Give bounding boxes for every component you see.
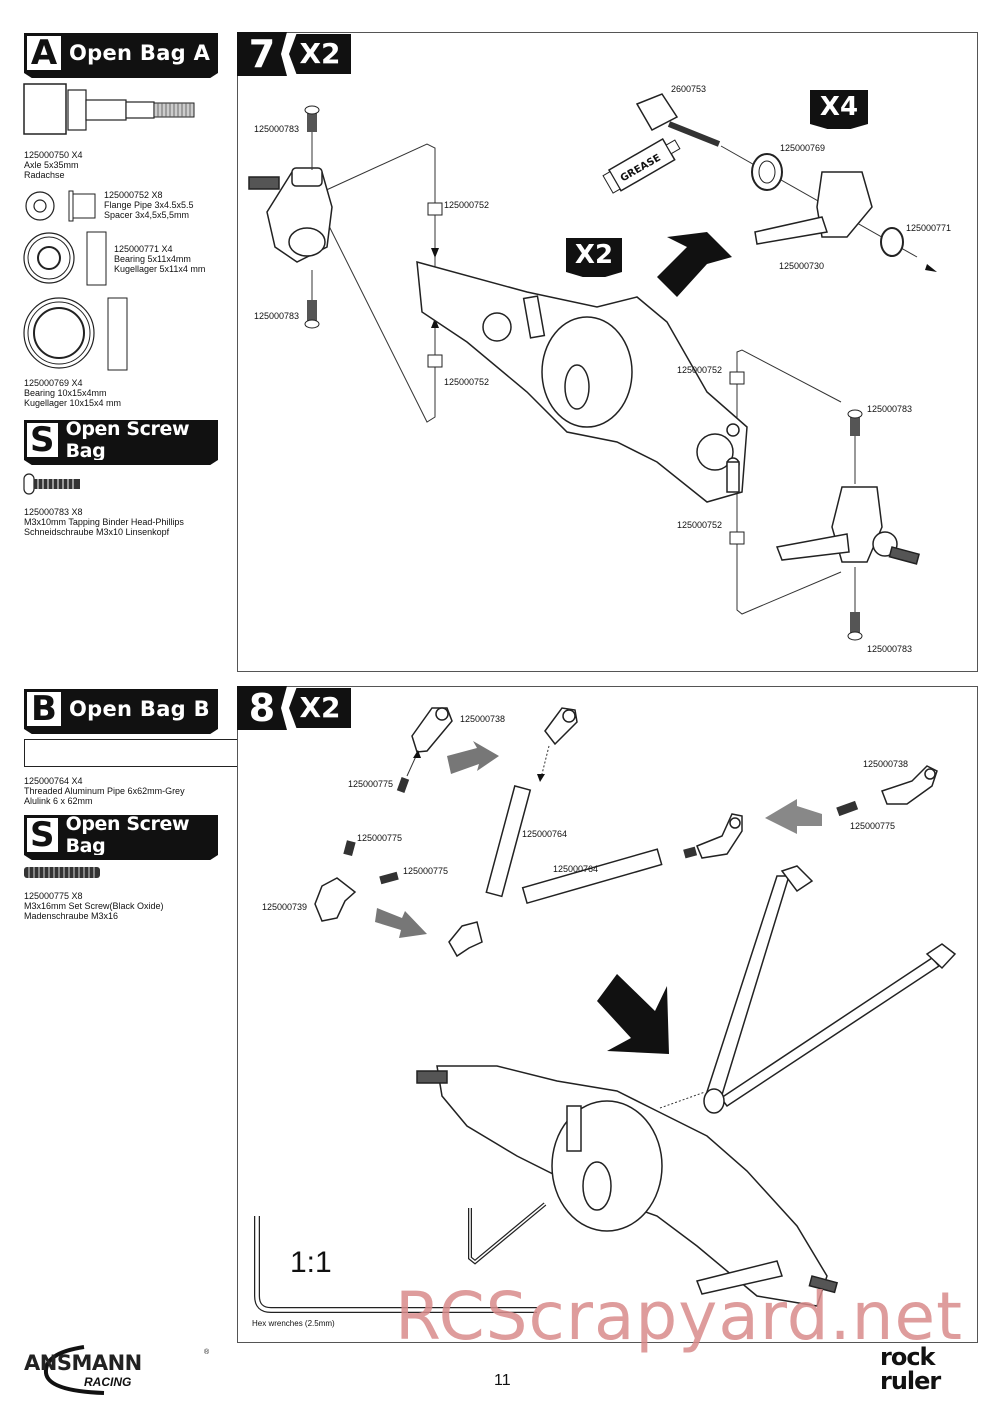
step-7-badge: 7 X2 [237, 32, 351, 76]
part-125000783: 125000783 X8 M3x10mm Tapping Binder Head… [24, 507, 184, 537]
bag-letter: B [27, 692, 61, 726]
label-125000752: 125000752 [677, 520, 723, 530]
label-125000764: 125000764 [522, 829, 568, 839]
label-125000752: 125000752 [677, 365, 723, 375]
page-number: 11 [494, 1372, 511, 1389]
set-screw-illustration [24, 867, 100, 878]
bag-letter: S [27, 818, 58, 852]
part-desc-de: Spacer 3x4,5x5,5mm [104, 210, 190, 220]
part-desc-de: Schneidschraube M3x10 Linsenkopf [24, 527, 170, 537]
label-125000783: 125000783 [867, 644, 913, 654]
brand-sub: RACING [84, 1375, 132, 1389]
label-125000738: 125000738 [460, 714, 506, 724]
ansmann-racing-logo: ANSMANN ® RACING [24, 1345, 214, 1395]
brand-name: ANSMANN [24, 1351, 142, 1375]
part-desc-en: Bearing 10x15x4mm [24, 388, 107, 398]
label-125000783: 125000783 [254, 124, 300, 134]
part-code: 125000752 X8 [104, 190, 163, 200]
part-desc-en: M3x16mm Set Screw(Black Oxide) [24, 901, 164, 911]
qty-badge-x2: X2 [566, 238, 622, 272]
label-125000769: 125000769 [780, 143, 826, 153]
part-code: 125000775 X8 [24, 891, 83, 901]
part-desc-en: Bearing 5x11x4mm [114, 254, 191, 264]
label-125000775: 125000775 [348, 779, 394, 789]
label-125000739: 125000739 [262, 902, 308, 912]
part-desc-de: Madenschraube M3x16 [24, 911, 119, 921]
label-125000738: 125000738 [863, 759, 909, 769]
bearing-5x11-illustration [23, 231, 107, 286]
bag-b-banner: B Open Bag B [24, 689, 218, 729]
registered-mark: ® [204, 1349, 210, 1356]
part-desc-de: Kugellager 5x11x4 mm [114, 264, 206, 274]
part-code: 125000783 X8 [24, 507, 83, 517]
label-125000783: 125000783 [254, 311, 300, 321]
label-125000752: 125000752 [444, 377, 490, 387]
part-125000775: 125000775 X8 M3x16mm Set Screw(Black Oxi… [24, 891, 164, 921]
step-7-assembly-illustration: GREASE [248, 93, 937, 641]
label-125000764: 125000764 [553, 864, 599, 874]
step-quantity: X2 [289, 34, 351, 74]
bag-title: Open Bag B [69, 697, 210, 721]
part-code: 125000771 X4 [114, 244, 173, 254]
label-125000771: 125000771 [906, 223, 952, 233]
step-8-assembly-illustration [254, 707, 957, 1313]
bag-a-banner: A Open Bag A [24, 33, 218, 73]
step-8-badge: 8 X2 [237, 686, 351, 730]
step-number: 7 [237, 32, 287, 76]
part-desc-en: Axle 5x35mm [24, 160, 79, 170]
part-desc-en: Flange Pipe 3x4.5x5.5 [104, 200, 194, 210]
part-code: 125000769 X4 [24, 378, 83, 388]
hex-wrench-caption: Hex wrenches (2.5mm) [252, 1319, 335, 1328]
part-125000771: 125000771 X4 Bearing 5x11x4mm Kugellager… [114, 244, 205, 274]
label-125000752: 125000752 [444, 200, 490, 210]
label-125000775: 125000775 [850, 821, 896, 831]
part-desc-en: Threaded Aluminum Pipe 6x62mm-Grey [24, 786, 185, 796]
axle-illustration [23, 83, 195, 135]
scale-label: 1:1 [290, 1246, 332, 1279]
part-125000750: 125000750 X4 Axle 5x35mm Radachse [24, 150, 83, 180]
watermark: RCScrapyard.net [395, 1278, 963, 1355]
label-125000783: 125000783 [867, 404, 913, 414]
screw-bag-2-banner: S Open Screw Bag [24, 813, 218, 857]
screw-bag-1-banner: S Open Screw Bag [24, 418, 218, 462]
part-desc-de: Kugellager 10x15x4 mm [24, 398, 122, 408]
label-125000775: 125000775 [403, 866, 449, 876]
part-desc-de: Radachse [24, 170, 65, 180]
part-125000764: 125000764 X4 Threaded Aluminum Pipe 6x62… [24, 776, 185, 806]
qty-badge-x4: X4 [810, 90, 868, 124]
bearing-10x15-illustration [23, 297, 128, 371]
bag-letter: S [27, 423, 58, 457]
rock-ruler-logo: rock ruler [880, 1345, 970, 1405]
part-code: 125000750 X4 [24, 150, 83, 160]
step-quantity: X2 [289, 688, 351, 728]
bag-title: Open Screw Bag [65, 813, 190, 857]
part-code: 125000764 X4 [24, 776, 83, 786]
part-125000752: 125000752 X8 Flange Pipe 3x4.5x5.5 Space… [104, 190, 194, 220]
label-125000730: 125000730 [779, 261, 825, 271]
bag-letter: A [27, 36, 61, 70]
brand-line1: rock [880, 1343, 936, 1371]
brand-line2: ruler [880, 1367, 941, 1395]
part-desc-de: Alulink 6 x 62mm [24, 796, 93, 806]
bag-title: Open Screw Bag [65, 418, 190, 462]
part-desc-en: M3x10mm Tapping Binder Head-Phillips [24, 517, 184, 527]
part-125000769: 125000769 X4 Bearing 10x15x4mm Kugellage… [24, 378, 121, 408]
label-125000775: 125000775 [357, 833, 403, 843]
flange-pipe-illustration [25, 190, 96, 222]
tapping-screw-illustration [23, 473, 80, 495]
step-number: 8 [237, 686, 287, 730]
label-2600753: 2600753 [671, 84, 707, 94]
bag-title: Open Bag A [69, 41, 211, 65]
